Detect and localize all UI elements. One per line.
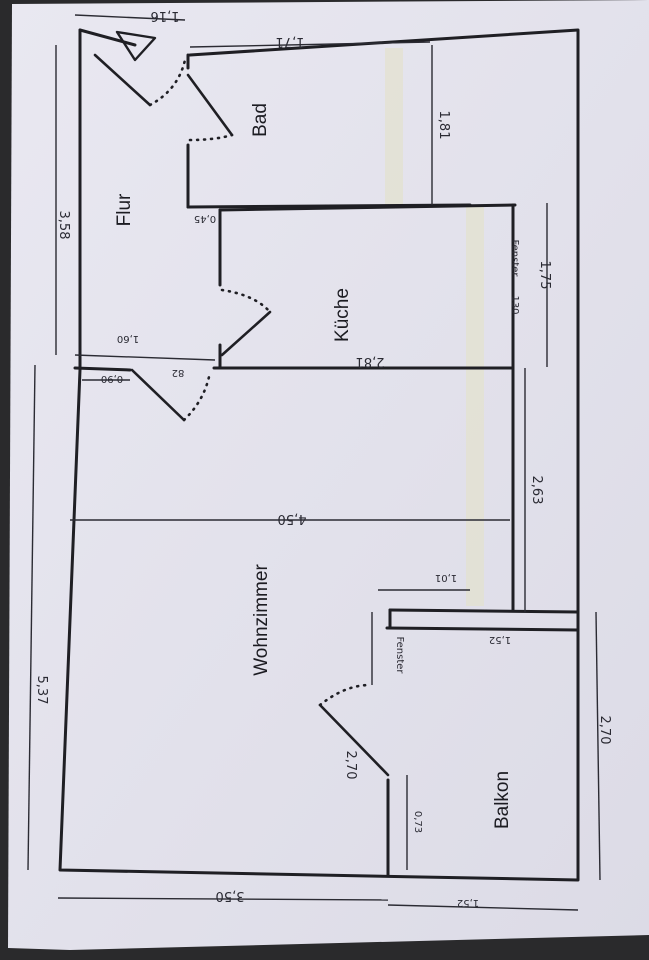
dim-line-top [74,14,186,21]
wz-door-swing [182,370,212,422]
dim-kueche-width: 2,81 [356,354,385,369]
dim-wz-balkon-wall: 2,70 [343,751,358,780]
kueche-door [220,310,272,357]
dim-line-wz-length [27,364,36,871]
dim-balkon-door: 0,73 [412,811,423,833]
flur-top-wall [78,28,137,47]
window-label-wohnzimmer: Fenster [394,636,405,674]
dim-line-flur-door [74,354,216,361]
dim-line-bad-width [189,41,431,48]
dim-kueche-window-side: 1,75 [537,261,552,290]
dim-bad-width: 1,71 [276,34,305,49]
balkon-inner-wall [385,626,580,632]
dim-flur-length: 3,58 [56,211,71,240]
balkon-door-swing [318,683,372,707]
outer-wall [58,28,580,882]
tape-strip [466,206,484,606]
room-label-kueche: Küche [332,288,353,342]
entrance-arrow-icon [115,30,157,62]
bad-door-swing [188,133,234,142]
kueche-door-swing [220,288,272,314]
room-label-wohnzimmer: Wohnzimmer [251,564,272,676]
dim-balkon-offset: 1,52 [489,634,511,645]
dim-kueche-window-wall: 2,63 [529,476,544,505]
room-label-balkon: Balkon [492,771,513,829]
dim-wz-length: 5,37 [34,676,49,705]
wz-door [130,368,186,422]
paper-sheet [8,0,649,950]
tape-strip [385,48,403,206]
dim-kueche-wz-offset: 1,01 [435,572,457,583]
room-label-bad: Bad [250,103,271,137]
dim-balkon-length: 2,70 [597,716,612,745]
dim-kueche-window: 130 [509,295,520,314]
dim-top-flur-width: 1,16 [151,8,180,23]
dim-bottom-wz: 3,50 [216,888,245,903]
window-label-kueche: Fenster [509,239,520,277]
balkon-door [318,703,390,777]
entrance-door-swing [148,58,187,107]
dim-bad-depth: 1,81 [436,111,451,140]
balkon-top-wall [388,608,580,614]
kueche-top-wall [218,203,517,212]
dim-wz-door-width: 82 [172,367,185,378]
wz-top-wall [73,366,132,372]
bad-door [186,73,234,137]
dim-wz-door: 0,90 [101,373,123,384]
dim-bottom-balkon: 1,52 [457,897,479,908]
dim-bad-door: 0,45 [194,213,216,224]
dim-line-bottom-wz [57,897,389,901]
entrance-door [93,53,152,107]
dim-flur-door: 1,60 [117,333,139,344]
dim-wohnzimmer-width: 4,50 [278,511,307,526]
dim-line-bottom-balkon [387,904,579,911]
dim-line-balkon-length [595,611,601,881]
room-label-flur: Flur [114,193,135,226]
